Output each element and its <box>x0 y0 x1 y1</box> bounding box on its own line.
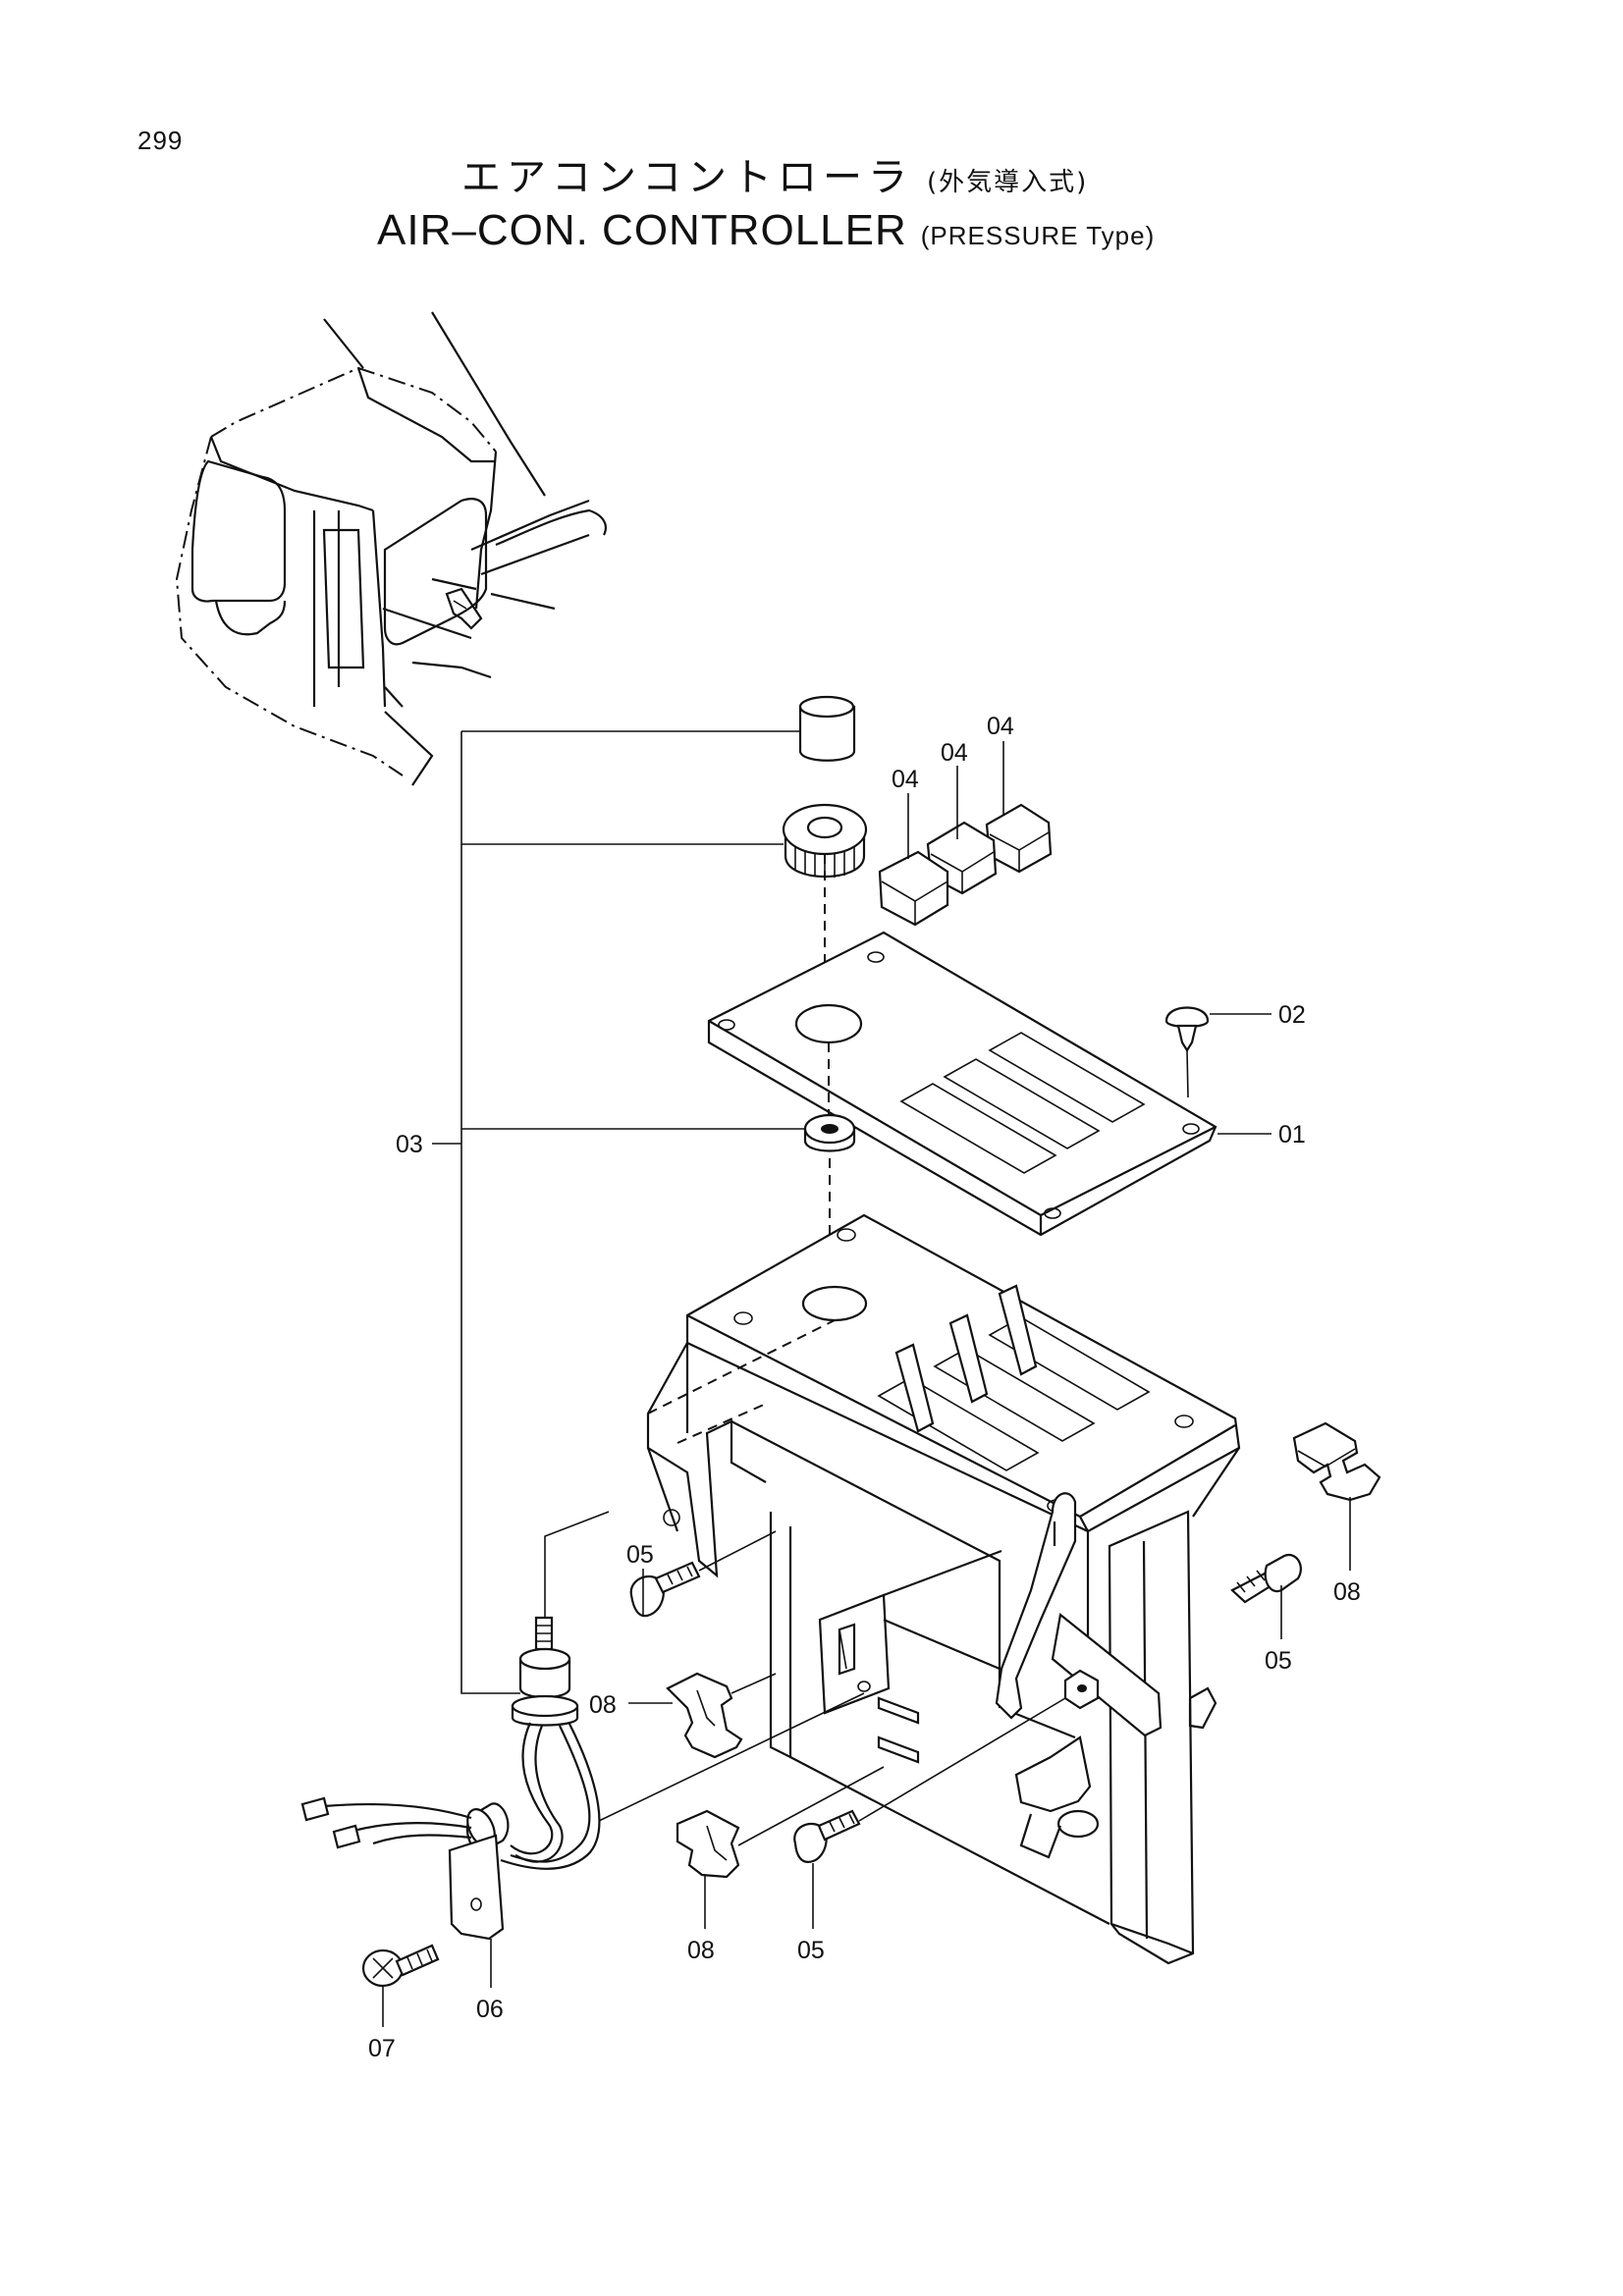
label-05-right: 05 <box>1265 1647 1292 1675</box>
title-japanese-sub: (外気導入式) <box>927 168 1089 197</box>
label-08-right: 08 <box>1333 1578 1361 1606</box>
label-08-lower: 08 <box>687 1937 715 1964</box>
snap-rivet <box>1164 1006 1210 1098</box>
title-japanese-main: エアコンコントローラ <box>461 155 913 200</box>
lever-knob-a <box>878 850 949 927</box>
bolt-left <box>629 1561 701 1618</box>
label-06: 06 <box>476 1996 504 2023</box>
title-japanese: エアコンコントローラ (外気導入式) <box>461 145 1088 202</box>
label-02: 02 <box>1278 1001 1306 1029</box>
clip-right <box>1292 1421 1381 1502</box>
label-05-left: 05 <box>626 1541 654 1569</box>
bolt-lower <box>793 1809 861 1863</box>
label-07: 07 <box>368 2035 396 2062</box>
label-03: 03 <box>396 1131 423 1158</box>
label-01: 01 <box>1278 1121 1306 1148</box>
title-english: AIR–CON. CONTROLLER (PRESSURE Type) <box>377 206 1155 255</box>
knob <box>782 803 868 1011</box>
controller-bracket <box>646 1213 1241 1965</box>
lever-knobs <box>878 803 1053 927</box>
title-english-sub: (PRESSURE Type) <box>920 221 1156 250</box>
title-english-main: AIR–CON. CONTROLLER <box>377 206 907 254</box>
clip-left <box>666 1672 743 1759</box>
cab-locator-illustration <box>175 311 607 786</box>
lever-knob-c <box>985 803 1053 874</box>
page-number: 299 <box>137 126 184 155</box>
label-04-b: 04 <box>941 739 968 767</box>
part-labels: 02 01 03 04 04 04 05 05 05 08 08 08 06 0… <box>368 713 1361 2062</box>
leader-lines <box>382 730 1351 2027</box>
bolt-right <box>1230 1553 1302 1604</box>
label-08-left: 08 <box>589 1691 617 1719</box>
face-plate <box>707 931 1217 1237</box>
clip-lower <box>676 1809 740 1879</box>
label-04-c: 04 <box>987 713 1014 740</box>
label-04-a: 04 <box>892 766 919 793</box>
knob-cap <box>798 695 856 762</box>
pressure-switch <box>300 1616 601 1941</box>
label-05-lower: 05 <box>797 1937 825 1964</box>
screw <box>361 1944 440 1988</box>
